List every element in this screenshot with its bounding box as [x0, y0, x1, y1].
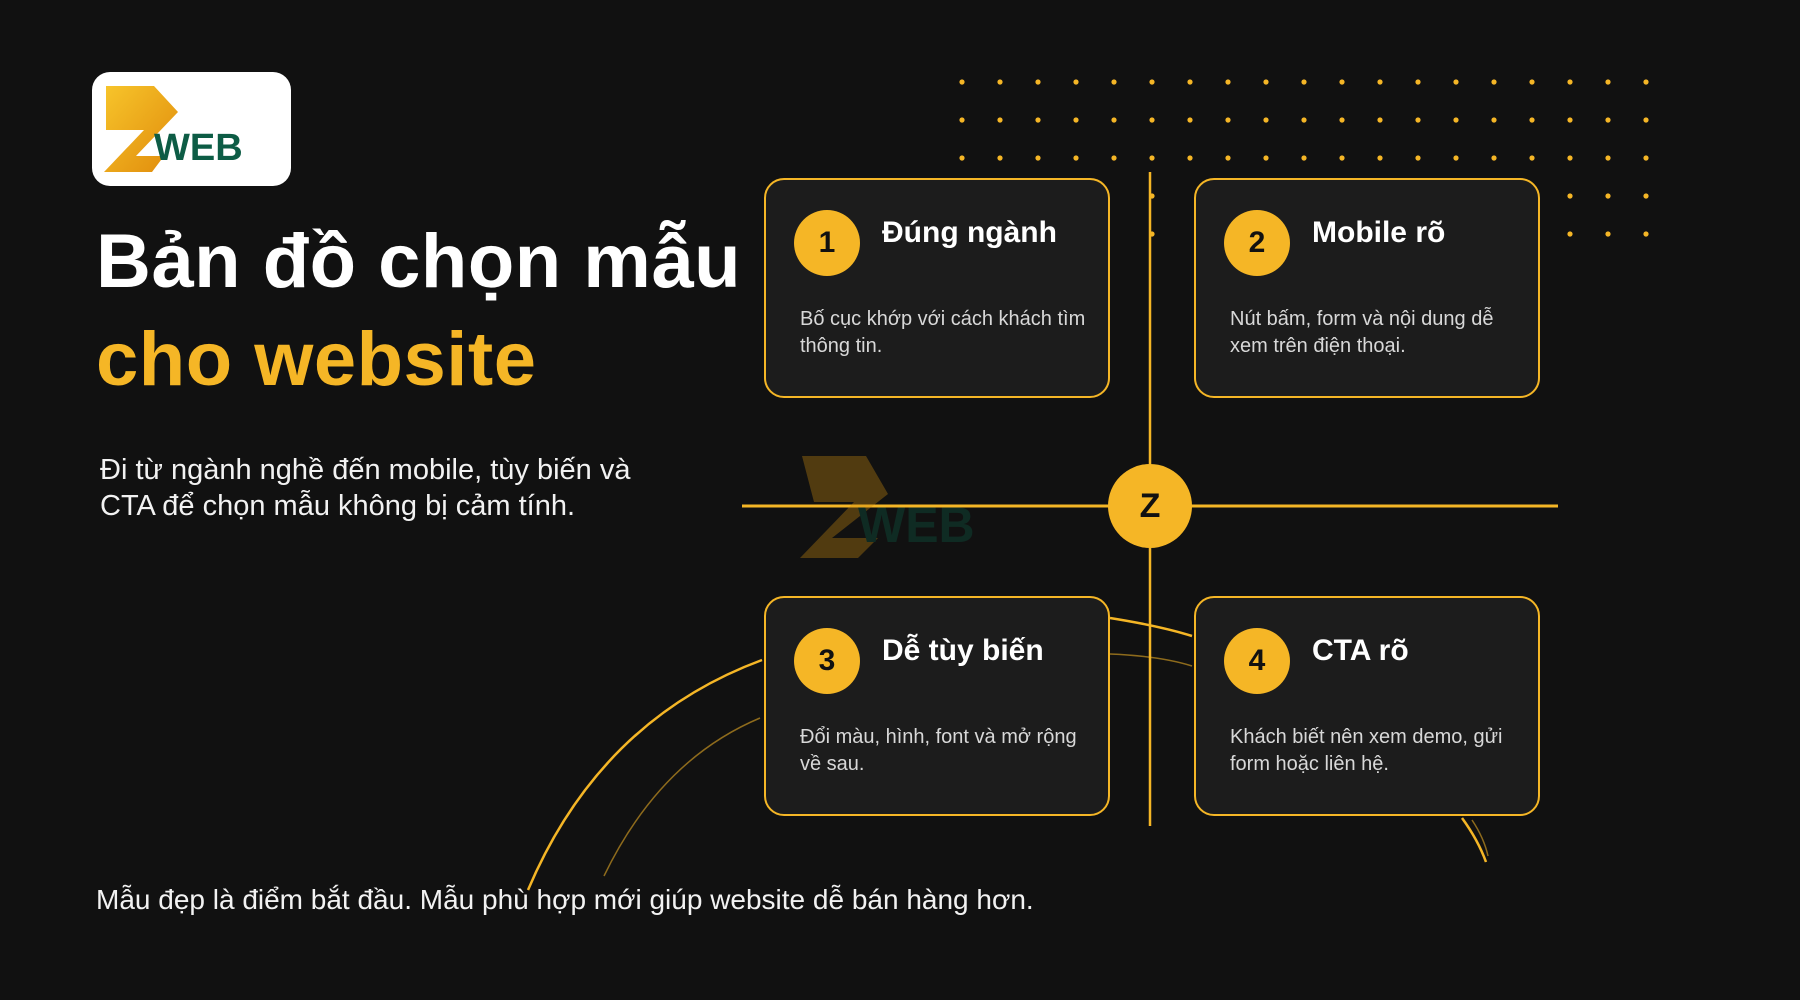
- decorative-dot: [1643, 117, 1649, 123]
- logo-text: WEB: [154, 127, 243, 169]
- decorative-dot: [1605, 79, 1611, 85]
- decorative-dot: [1643, 231, 1649, 237]
- decorative-dot: [959, 155, 965, 161]
- decorative-dot: [1567, 155, 1573, 161]
- decorative-dot: [1643, 79, 1649, 85]
- decorative-dot: [1111, 117, 1117, 123]
- decorative-dot: [1339, 117, 1345, 123]
- arc-bottom-right-inner: [1471, 819, 1489, 857]
- decorative-dot: [1491, 155, 1497, 161]
- decorative-dot: [1377, 117, 1383, 123]
- decorative-dot: [1453, 117, 1459, 123]
- decorative-dot: [1529, 79, 1535, 85]
- card-description: Nút bấm, form và nội dung dễ xem trên đi…: [1230, 308, 1494, 357]
- decorative-dot: [997, 117, 1003, 123]
- card-number-badge: 2: [1224, 210, 1290, 276]
- decorative-dot: [1643, 193, 1649, 199]
- decorative-dot: [1605, 231, 1611, 237]
- card-description: Bố cục khớp với cách khách tìm thông tin…: [800, 308, 1086, 357]
- decorative-dot: [1111, 155, 1117, 161]
- decorative-dot: [959, 117, 965, 123]
- decorative-dot: [1073, 117, 1079, 123]
- page-title: Bản đồ chọn mẫu: [96, 219, 742, 304]
- arc-right-inner: [1109, 653, 1193, 667]
- decorative-dot: [1301, 117, 1307, 123]
- decorative-dot: [1263, 79, 1269, 85]
- decorative-dot: [1073, 155, 1079, 161]
- decorative-dot: [1111, 79, 1117, 85]
- decorative-dot: [1605, 117, 1611, 123]
- decorative-dot: [1491, 79, 1497, 85]
- card-title: Dễ tùy biến: [882, 634, 1044, 667]
- center-z-badge: Z: [1108, 464, 1192, 548]
- decorative-dot: [1567, 193, 1573, 199]
- decorative-dot: [1301, 155, 1307, 161]
- footer-tagline: Mẫu đẹp là điểm bắt đầu. Mẫu phù hợp mới…: [96, 884, 1034, 915]
- decorative-dot: [1415, 155, 1421, 161]
- card-title: Mobile rõ: [1312, 216, 1446, 249]
- watermark-logo: WEB: [800, 456, 975, 558]
- arc-outer: [526, 658, 763, 891]
- card-industry: 1 Đúng ngành Bố cục khớp với cách khách …: [764, 178, 1110, 398]
- arc-right-top: [1109, 616, 1193, 638]
- card-description: Khách biết nên xem demo, gửi form hoặc l…: [1230, 726, 1503, 775]
- brand-logo: WEB: [92, 72, 291, 186]
- decorative-dot: [1567, 231, 1573, 237]
- decorative-dot: [1415, 117, 1421, 123]
- card-cta: 4 CTA rõ Khách biết nên xem demo, gửi fo…: [1194, 596, 1540, 816]
- svg-text:WEB: WEB: [858, 497, 975, 553]
- decorative-dot: [1567, 79, 1573, 85]
- card-customization: 3 Dễ tùy biến Đổi màu, hình, font và mở …: [764, 596, 1110, 816]
- dot-grid: [959, 79, 1649, 237]
- page-title-highlight: cho website: [96, 317, 537, 402]
- page-subtitle: Đi từ ngành nghề đến mobile, tùy biến và…: [100, 454, 631, 522]
- decorative-dot: [1035, 155, 1041, 161]
- decorative-dot: [1529, 117, 1535, 123]
- decorative-dot: [1035, 117, 1041, 123]
- decorative-dot: [1453, 155, 1459, 161]
- decorative-dot: [1225, 155, 1231, 161]
- decorative-dot: [1339, 155, 1345, 161]
- card-description: Đổi màu, hình, font và mở rộng về sau.: [800, 726, 1077, 775]
- decorative-dot: [1263, 117, 1269, 123]
- logo-mark-icon: WEB: [104, 86, 243, 172]
- decorative-dot: [959, 79, 965, 85]
- decorative-dot: [1225, 117, 1231, 123]
- decorative-dot: [1491, 117, 1497, 123]
- decorative-dot: [1187, 117, 1193, 123]
- decorative-dot: [1567, 117, 1573, 123]
- decorative-dot: [1415, 79, 1421, 85]
- decorative-dot: [1339, 79, 1345, 85]
- decorative-dot: [1187, 155, 1193, 161]
- decorative-dot: [1187, 79, 1193, 85]
- decorative-dot: [1605, 193, 1611, 199]
- card-number-badge: 3: [794, 628, 860, 694]
- decorative-dot: [1377, 155, 1383, 161]
- decorative-dot: [1263, 155, 1269, 161]
- card-title: Đúng ngành: [882, 216, 1057, 249]
- decorative-dot: [1529, 155, 1535, 161]
- arc-inner: [603, 717, 761, 877]
- decorative-dot: [997, 155, 1003, 161]
- card-number-badge: 4: [1224, 628, 1290, 694]
- decorative-dot: [1149, 155, 1155, 161]
- decorative-dot: [1149, 79, 1155, 85]
- decorative-dot: [1225, 79, 1231, 85]
- decorative-dot: [1605, 155, 1611, 161]
- decorative-dot: [1149, 117, 1155, 123]
- decorative-dot: [1643, 155, 1649, 161]
- decorative-dot: [997, 79, 1003, 85]
- card-number-badge: 1: [794, 210, 860, 276]
- decorative-dot: [1377, 79, 1383, 85]
- card-title: CTA rõ: [1312, 634, 1409, 667]
- card-mobile: 2 Mobile rõ Nút bấm, form và nội dung dễ…: [1194, 178, 1540, 398]
- decorative-dot: [1035, 79, 1041, 85]
- decorative-dot: [1453, 79, 1459, 85]
- arc-bottom-right: [1460, 817, 1488, 863]
- decorative-dot: [1073, 79, 1079, 85]
- decorative-dot: [1301, 79, 1307, 85]
